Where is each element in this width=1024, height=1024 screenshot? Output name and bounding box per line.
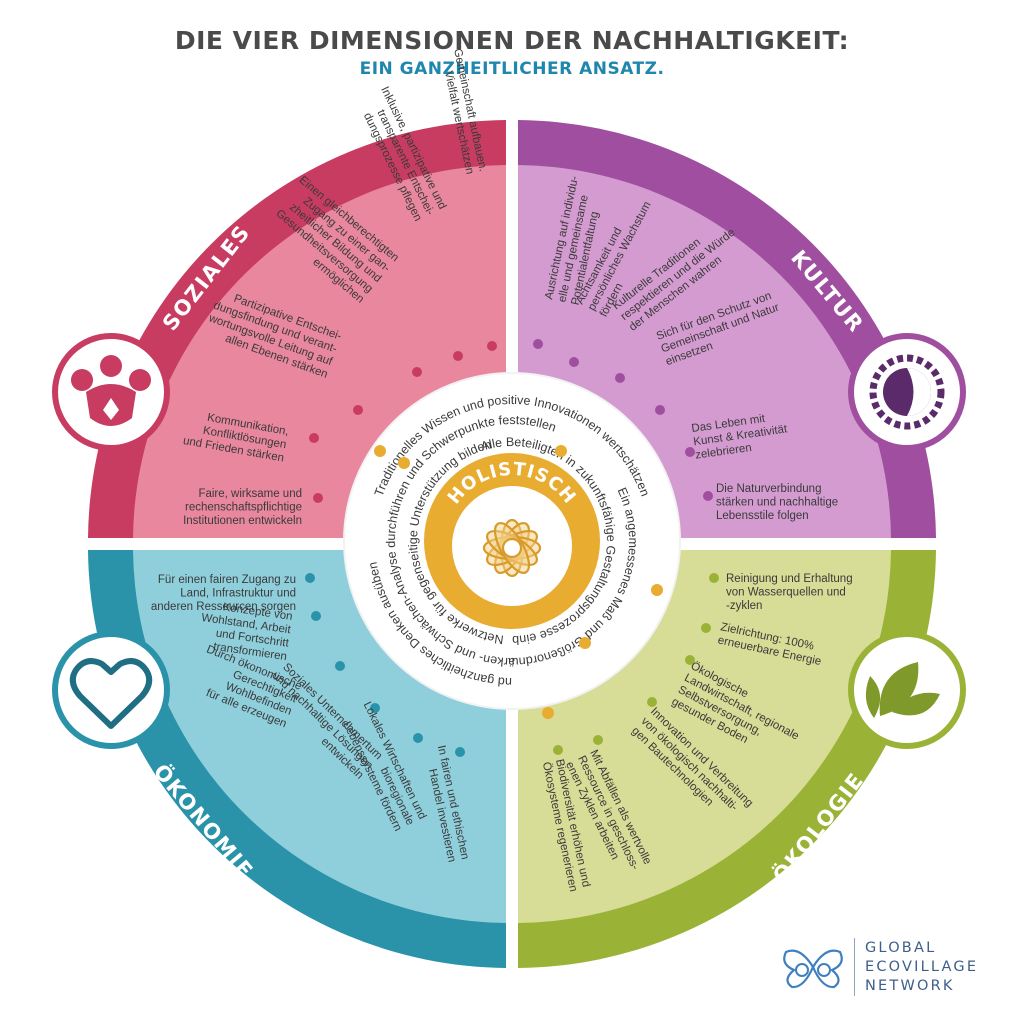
kultur-item-6: Die Naturverbindung stärken und nachhalti… bbox=[716, 483, 838, 522]
oekonomie-bullet-dot bbox=[311, 611, 321, 621]
title-block: DIE VIER DIMENSIONEN DER NACHHALTIGKEIT:… bbox=[0, 26, 1024, 79]
butterfly-logo-icon bbox=[783, 949, 843, 989]
soziales-item-1-line: rechenschaftspflichtige bbox=[185, 502, 302, 514]
kultur-bullet-dot bbox=[569, 357, 579, 367]
soziales-bullet-dot bbox=[487, 341, 497, 351]
brand-logo: GLOBAL ECOVILLAGE NETWORK bbox=[780, 938, 978, 996]
people-group-icon bbox=[71, 355, 151, 426]
kultur-item-5: Das Leben mitKunst & Kreativitätzelebrie… bbox=[691, 410, 791, 462]
oekologie-item-1-line: von Wasserquellen und bbox=[726, 587, 846, 599]
handshake-heart-icon bbox=[69, 658, 153, 729]
oekonomie-item-1: Für einen fairen Zugang zu Land, Infrastr… bbox=[151, 574, 296, 613]
brand-line-3: NETWORK bbox=[865, 977, 955, 994]
oekonomie-bullet-dot bbox=[335, 661, 345, 671]
soziales-item-1-line: Faire, wirksame und bbox=[198, 488, 302, 500]
kultur-item-6-line: Lebensstile folgen bbox=[716, 510, 809, 522]
kultur-bullet-dot bbox=[655, 405, 665, 415]
badge-kultur bbox=[848, 333, 966, 451]
oekologie-bullet-dot bbox=[709, 573, 719, 583]
brand-separator bbox=[854, 938, 855, 996]
badge-oekologie bbox=[848, 631, 966, 749]
soziales-bullet-dot bbox=[313, 493, 323, 503]
oekonomie-item-1-line: Für einen fairen Zugang zu bbox=[158, 574, 296, 586]
badge-oekonomie bbox=[52, 631, 170, 749]
oekologie-bullet-dot bbox=[553, 745, 563, 755]
oekologie-bullet-dot bbox=[685, 655, 695, 665]
oekonomie-bullet-dot bbox=[455, 747, 465, 757]
oekologie-item-1: Reinigung und Erhaltung von Wasserquellen… bbox=[726, 573, 853, 612]
kultur-bullet-dot bbox=[685, 447, 695, 457]
oekonomie-item-1-line: Land, Infrastruktur und bbox=[180, 588, 296, 600]
kultur-bullet-dot bbox=[615, 373, 625, 383]
page-title: DIE VIER DIMENSIONEN DER NACHHALTIGKEIT: bbox=[174, 26, 850, 55]
soziales-bullet-dot bbox=[353, 405, 363, 415]
kultur-item-6-line: stärken und nachhaltige bbox=[716, 497, 838, 509]
soziales-bullet-dot bbox=[309, 433, 319, 443]
leaves-icon bbox=[865, 662, 940, 718]
soziales-bullet-dot bbox=[453, 351, 463, 361]
oekonomie-bullet-dot bbox=[413, 733, 423, 743]
soziales-bullet-dot bbox=[412, 367, 422, 377]
brand-line-1: GLOBAL bbox=[865, 939, 937, 956]
page-subtitle: EIN GANZHEITLICHER ANSATZ. bbox=[359, 59, 665, 79]
holistic-dots bbox=[374, 445, 663, 719]
kultur-bullet-dot bbox=[703, 491, 713, 501]
soziales-item-1: Faire, wirksame und rechenschaftspflichti… bbox=[183, 488, 302, 527]
kultur-bullet-dot bbox=[533, 339, 543, 349]
oekonomie-item-1-line: anderen Ressourcen sorgen bbox=[151, 601, 296, 613]
brand-text: GLOBAL ECOVILLAGE NETWORK bbox=[865, 939, 978, 996]
soziales-item-1-line: Institutionen entwickeln bbox=[183, 515, 302, 527]
brand-line-2: ECOVILLAGE bbox=[865, 958, 979, 975]
kultur-item-6-line: Die Naturverbindung bbox=[716, 483, 821, 495]
sun-moon-icon bbox=[869, 354, 945, 430]
oekologie-item-1-line: -zyklen bbox=[726, 600, 762, 612]
oekologie-bullet-dot bbox=[647, 697, 657, 707]
oekologie-bullet-dot bbox=[593, 735, 603, 745]
oekologie-bullet-dot bbox=[701, 623, 711, 633]
oekonomie-bullet-dot bbox=[305, 573, 315, 583]
badge-soziales bbox=[52, 333, 170, 451]
oekologie-item-1-line: Reinigung und Erhaltung bbox=[726, 573, 853, 585]
mandala-icon bbox=[482, 518, 542, 578]
holistic-ring-border bbox=[343, 372, 681, 710]
oekonomie-bullet-dot bbox=[370, 703, 380, 713]
